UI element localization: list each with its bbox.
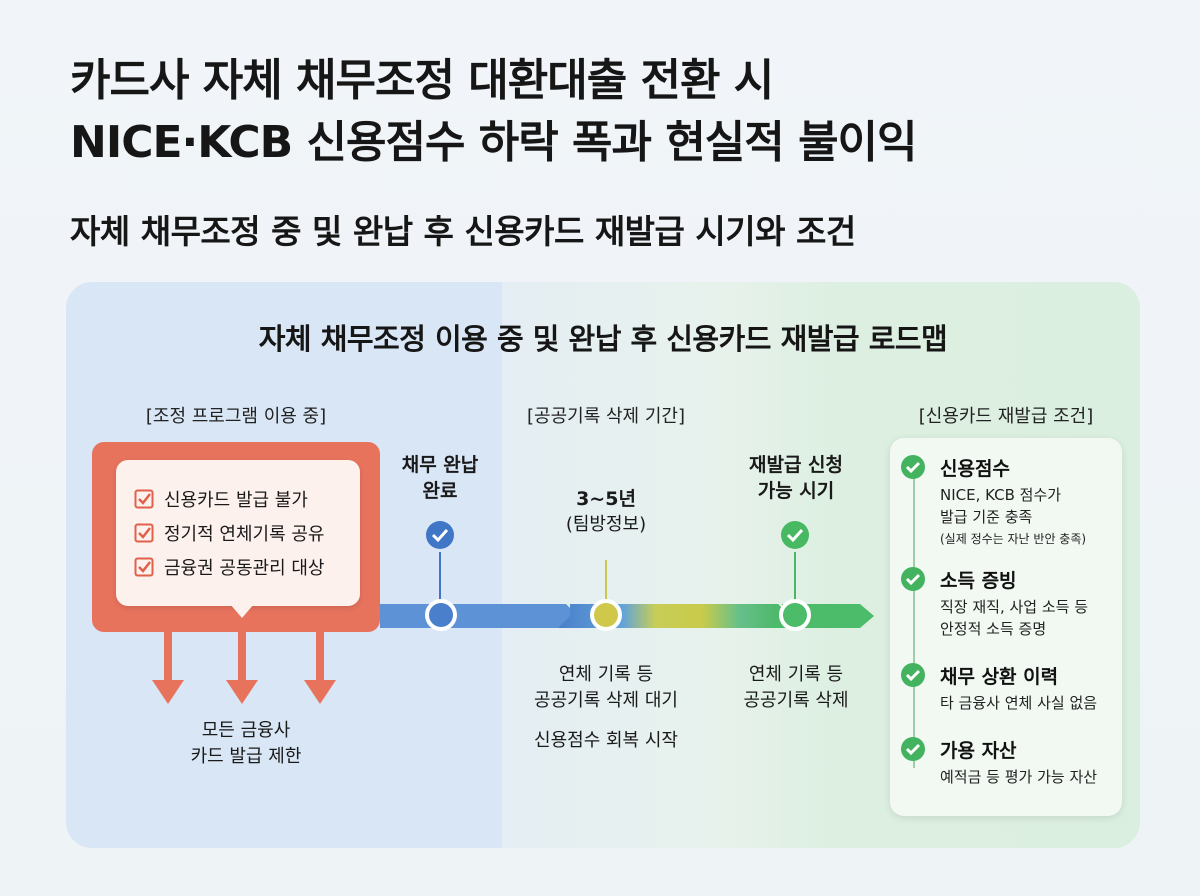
roadmap-panel: 자체 채무조정 이용 중 및 완납 후 신용카드 재발급 로드맵 [조정 프로그… [66, 282, 1140, 848]
phase-note-line: 연체 기록 등 [748, 664, 844, 685]
milestone-line: 재발급 신청 [748, 454, 843, 476]
check-circle-icon [901, 455, 925, 479]
restriction-label: 금융권 공동관리 대상 [164, 558, 325, 579]
condition-item: 가용 자산 예적금 등 평가 가능 자산 [900, 736, 1116, 796]
phase-note-waiting: 연체 기록 등 공공기록 삭제 대기 신용점수 회복 시작 [506, 662, 706, 754]
timeline-node-reapply [779, 599, 811, 631]
program-restrictions-bubble: 신용카드 발급 불가 정기적 연체기록 공유 금융권 공동관리 대상 [116, 460, 360, 606]
milestone-reapply-label: 재발급 신청 가능 시기 [726, 452, 866, 504]
down-arrow-icon [152, 632, 184, 704]
condition-desc-line: NICE, KCB 점수가 [940, 486, 1062, 504]
check-circle-icon [901, 737, 925, 761]
milestone-connector [794, 552, 796, 602]
restriction-item: 정기적 연체기록 공유 [134, 520, 324, 546]
phase-note-deleted: 연체 기록 등 공공기록 삭제 [706, 662, 886, 714]
condition-desc-line: 발급 기준 충족 [940, 508, 1033, 526]
down-arrow-icon [226, 632, 258, 704]
timeline-node-period [590, 599, 622, 631]
checkbox-icon [134, 557, 154, 577]
title-line-1: 카드사 자체 채무조정 대환대출 전환 시 [70, 55, 774, 106]
phase-note-line: 공공기록 삭제 대기 [534, 690, 678, 711]
condition-title: 신용점수 [940, 458, 1010, 480]
section-label-program: [조정 프로그램 이용 중] [145, 406, 327, 427]
restriction-item: 금융권 공동관리 대상 [134, 554, 324, 580]
milestone-line: 채무 완납 [401, 454, 479, 476]
milestone-line: 완료 [422, 480, 458, 502]
restriction-label: 정기적 연체기록 공유 [164, 524, 325, 545]
phase-note-line: 신용점수 회복 시작 [534, 730, 678, 751]
condition-item: 신용점수 NICE, KCB 점수가 발급 기준 충족 (실제 정수는 자난 반… [900, 454, 1116, 564]
condition-desc: 타 금융사 연체 사실 없음 [940, 692, 1120, 714]
condition-desc-line: 예적금 등 평가 가능 자산 [940, 768, 1098, 786]
period-value: 3~5년 [576, 488, 636, 510]
condition-item: 채무 상환 이력 타 금융사 연체 사실 없음 [900, 662, 1116, 722]
check-circle-icon [781, 521, 809, 549]
down-arrow-icon [304, 632, 336, 704]
page-subtitle: 자체 채무조정 중 및 완납 후 신용카드 재발급 시기와 조건 [70, 212, 856, 251]
checkbox-icon [134, 489, 154, 509]
milestone-repaid-label: 채무 완납 완료 [384, 452, 496, 504]
bubble-pointer [230, 604, 254, 618]
condition-desc-line: 직장 재직, 사업 소득 등 [940, 598, 1089, 616]
milestone-connector [605, 560, 607, 600]
timeline-node-repaid [425, 599, 457, 631]
program-result-caption: 모든 금융사 카드 발급 제한 [166, 718, 326, 770]
program-result-line: 모든 금융사 [201, 720, 291, 741]
check-circle-icon [901, 663, 925, 687]
program-result-line: 카드 발급 제한 [190, 746, 302, 767]
section-label-deletion: [공공기록 삭제 기간] [527, 406, 685, 427]
title-line-2: NICE·KCB 신용점수 하락 폭과 현실적 불이익 [70, 117, 918, 168]
condition-desc: NICE, KCB 점수가 발급 기준 충족 (실제 정수는 자난 반안 충족) [940, 484, 1120, 550]
condition-desc-line: 안정적 소득 증명 [940, 620, 1047, 638]
conditions-connector [913, 468, 915, 768]
period-note: (팀방정보) [565, 514, 647, 535]
checkbox-icon [134, 523, 154, 543]
phase-note-line: 공공기록 삭제 [743, 690, 849, 711]
condition-item: 소득 증빙 직장 재직, 사업 소득 등 안정적 소득 증명 [900, 566, 1116, 646]
condition-title: 소득 증빙 [940, 570, 1017, 592]
roadmap-title: 자체 채무조정 이용 중 및 완납 후 신용카드 재발급 로드맵 [258, 322, 948, 356]
milestone-period-label: 3~5년 (팀방정보) [536, 486, 676, 538]
condition-desc-line: 타 금융사 연체 사실 없음 [940, 694, 1098, 712]
milestone-connector [439, 552, 441, 602]
check-circle-icon [901, 567, 925, 591]
condition-title: 채무 상환 이력 [940, 666, 1059, 688]
condition-desc: 예적금 등 평가 가능 자산 [940, 766, 1120, 788]
section-label-conditions: [신용카드 재발급 조건] [918, 406, 1094, 427]
phase-note-line: 연체 기록 등 [558, 664, 654, 685]
page-title: 카드사 자체 채무조정 대환대출 전환 시 NICE·KCB 신용점수 하락 폭… [70, 50, 1170, 174]
restriction-label: 신용카드 발급 불가 [164, 490, 308, 511]
condition-title: 가용 자산 [940, 740, 1017, 762]
restriction-item: 신용카드 발급 불가 [134, 486, 308, 512]
conditions-card: 신용점수 NICE, KCB 점수가 발급 기준 충족 (실제 정수는 자난 반… [890, 438, 1122, 816]
check-circle-icon [426, 521, 454, 549]
milestone-line: 가능 시기 [757, 480, 835, 502]
condition-note: (실제 정수는 자난 반안 충족) [940, 532, 1087, 546]
condition-desc: 직장 재직, 사업 소득 등 안정적 소득 증명 [940, 596, 1120, 640]
